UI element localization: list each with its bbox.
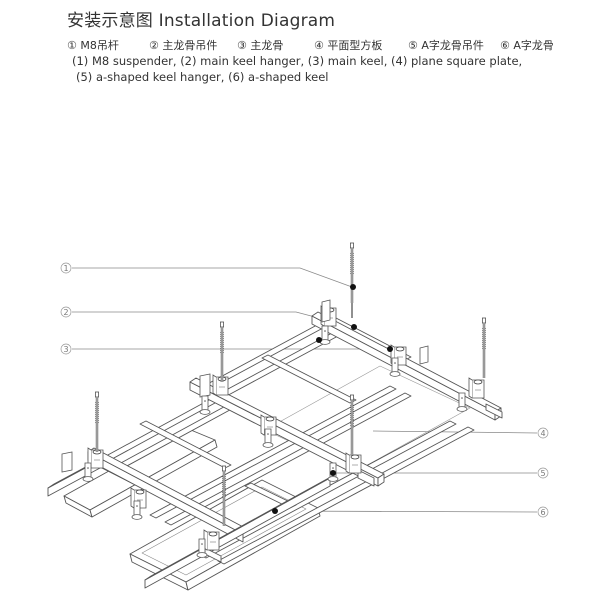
legend-cn-item-2: ② 主龙骨吊件 bbox=[149, 37, 237, 53]
dot-suspender bbox=[350, 284, 356, 290]
legend-cn-num: ③ bbox=[237, 39, 247, 52]
m8-suspenders bbox=[94, 241, 487, 528]
callout-5: 5 bbox=[537, 467, 549, 479]
callout-6-label: 6 bbox=[540, 508, 545, 517]
legend-cn-num: ① bbox=[67, 39, 77, 52]
main-keel-hangers bbox=[61, 299, 485, 551]
legend-cn-label: 主龙骨吊件 bbox=[162, 39, 218, 52]
legend-en-line-2: (5) a-shaped keel hanger, (6) a-shaped k… bbox=[76, 70, 329, 84]
legend-cn-item-5: ⑤ A字龙骨吊件 bbox=[408, 37, 500, 53]
legend-cn-label: A字龙骨吊件 bbox=[421, 39, 484, 52]
callout-dots bbox=[272, 284, 393, 514]
legend-chinese: ① M8吊杆 ② 主龙骨吊件 ③ 主龙骨 ④ 平面型方板 ⑤ A字龙骨吊件 ⑥ … bbox=[67, 37, 554, 53]
callout-2-label: 2 bbox=[63, 308, 68, 317]
legend-english: (1) M8 suspender, (2) main keel hanger, … bbox=[72, 53, 542, 85]
dot-a-keel-hanger bbox=[330, 470, 336, 476]
legend-cn-label: 主龙骨 bbox=[250, 39, 284, 52]
legend-cn-label: A字龙骨 bbox=[513, 39, 554, 52]
legend-cn-item-6: ⑥ A字龙骨 bbox=[500, 37, 554, 53]
legend-cn-num: ⑤ bbox=[408, 39, 418, 52]
dot-main-keel-a bbox=[316, 337, 322, 343]
dot-main-keel-b bbox=[387, 346, 393, 352]
legend-en-line-1: (1) M8 suspender, (2) main keel hanger, … bbox=[72, 54, 523, 68]
callout-3-label: 3 bbox=[63, 345, 68, 354]
legend-cn-item-3: ③ 主龙骨 bbox=[237, 37, 314, 53]
ceiling-frame bbox=[47, 311, 503, 591]
callout-labels: 1 2 3 4 5 6 bbox=[60, 262, 549, 518]
dot-a-keel bbox=[272, 508, 278, 514]
legend-cn-item-1: ① M8吊杆 bbox=[67, 37, 149, 53]
callout-1-label: 1 bbox=[63, 264, 68, 273]
callout-4: 4 bbox=[537, 427, 549, 439]
callout-2: 2 bbox=[60, 306, 72, 318]
legend-cn-num: ⑥ bbox=[500, 39, 510, 52]
legend-cn-item-4: ④ 平面型方板 bbox=[314, 37, 408, 53]
legend-cn-num: ④ bbox=[314, 39, 324, 52]
callout-1: 1 bbox=[60, 262, 72, 274]
callout-6: 6 bbox=[537, 506, 549, 518]
dot-main-keel-hanger bbox=[351, 324, 357, 330]
page-title: 安装示意图 Installation Diagram bbox=[67, 11, 336, 31]
callout-3: 3 bbox=[60, 343, 72, 355]
legend-cn-num: ② bbox=[149, 39, 159, 52]
callout-5-label: 5 bbox=[540, 469, 545, 478]
legend-cn-label: 平面型方板 bbox=[327, 39, 383, 52]
callout-4-label: 4 bbox=[540, 429, 545, 438]
legend-cn-label: M8吊杆 bbox=[80, 39, 119, 52]
